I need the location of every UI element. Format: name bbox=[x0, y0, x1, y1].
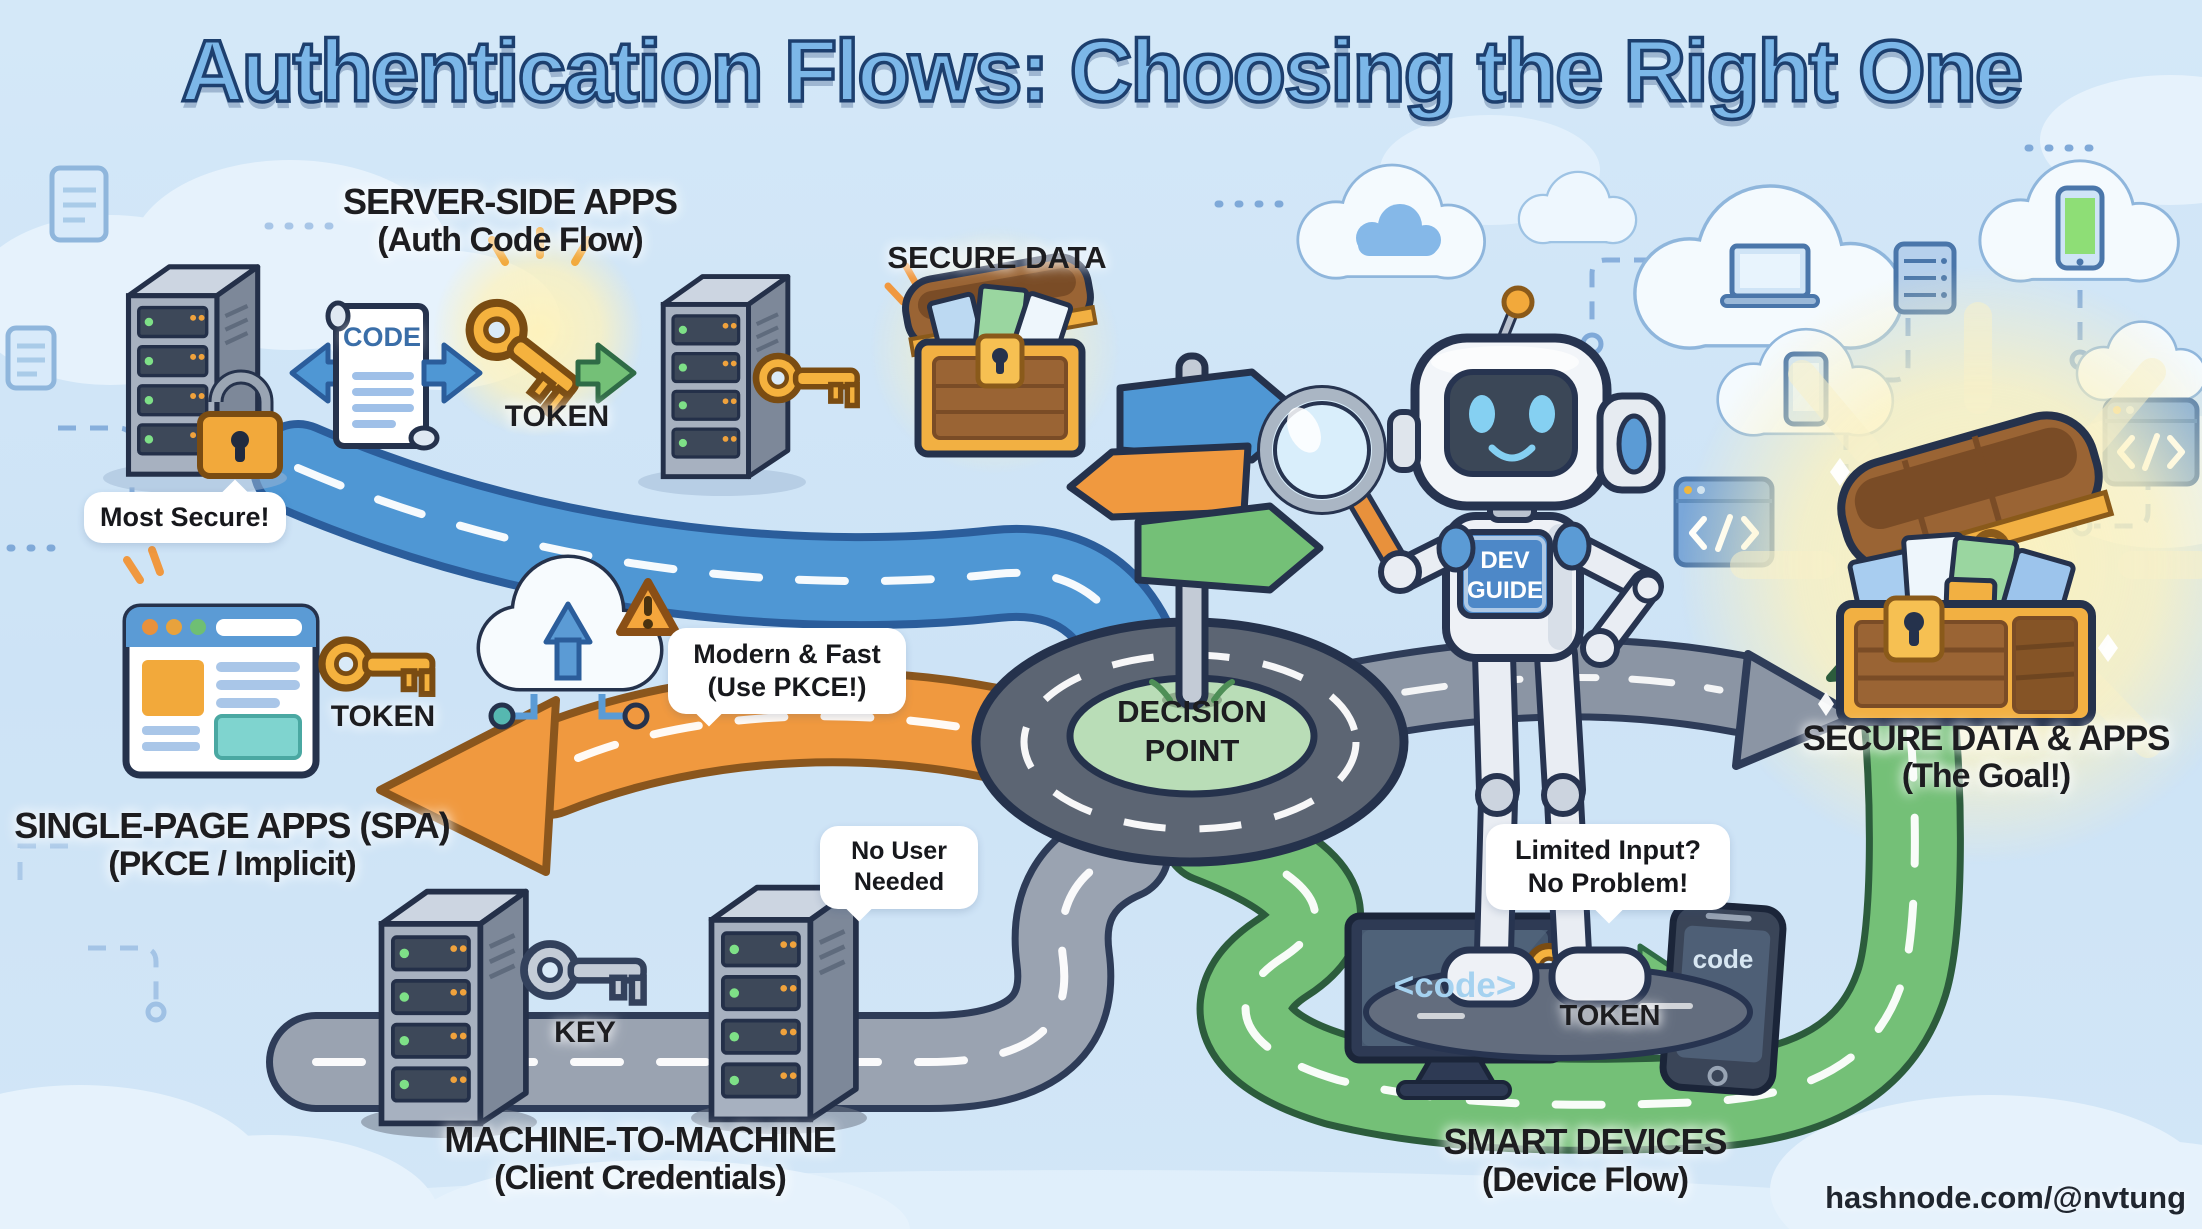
decision-line: POINT bbox=[1144, 733, 1240, 768]
server-side-title: SERVER-SIDE APPS bbox=[342, 181, 678, 222]
sign-orange bbox=[1066, 442, 1252, 521]
page-icon bbox=[49, 165, 109, 243]
padlock-icon bbox=[197, 369, 283, 479]
decision-point-label: DECISION POINT bbox=[1080, 692, 1304, 770]
modern-fast-bubble: Modern & Fast (Use PKCE!) bbox=[668, 628, 906, 714]
bubble-line: Needed bbox=[853, 868, 945, 897]
bubble-line: No User bbox=[851, 837, 947, 865]
road-blue bbox=[250, 420, 1188, 718]
page-icon bbox=[5, 325, 57, 391]
server-icon bbox=[382, 892, 526, 1124]
browser-window-icon bbox=[122, 546, 320, 779]
spa-subtitle: (PKCE / Implicit) bbox=[108, 845, 356, 883]
token-label: TOKEN bbox=[330, 700, 436, 733]
page-title: Authentication Flows: Choosing the Right… bbox=[179, 21, 2025, 122]
m2m-title: MACHINE-TO-MACHINE bbox=[444, 1119, 836, 1160]
arrow-right-green-icon bbox=[575, 342, 637, 404]
decision-roundabout bbox=[971, 617, 1409, 867]
no-user-bubble: No User Needed bbox=[820, 826, 978, 909]
code-scroll-icon bbox=[325, 300, 440, 451]
m2m-subtitle: (Client Credentials) bbox=[494, 1159, 787, 1197]
bubble-line: Modern & Fast bbox=[693, 639, 881, 669]
watermark: hashnode.com/@nvtung bbox=[1825, 1180, 2186, 1215]
goal-subtitle: (The Goal!) bbox=[1901, 757, 2071, 795]
server-icon bbox=[712, 888, 856, 1120]
bubble-line: (Use PKCE!) bbox=[707, 671, 867, 702]
server-side-subtitle: (Auth Code Flow) bbox=[377, 221, 643, 259]
robot-guide bbox=[1257, 285, 1753, 1061]
robot-badge-line: DEV bbox=[1480, 547, 1530, 574]
key-icon bbox=[756, 356, 857, 406]
secure-data-chest-icon bbox=[884, 253, 1098, 458]
sign-green bbox=[1134, 502, 1324, 594]
road-gray-to-goal bbox=[1288, 636, 1860, 770]
goal-chest-icon bbox=[1818, 411, 2118, 726]
token-label: TOKEN bbox=[1559, 1000, 1661, 1032]
phone-code-text: code bbox=[1692, 944, 1754, 974]
bubble-line: Limited Input? bbox=[1515, 835, 1701, 865]
code-scroll-label: CODE bbox=[342, 322, 421, 352]
decision-line: DECISION bbox=[1117, 694, 1267, 729]
circuit-dots bbox=[6, 144, 2102, 552]
smart-devices-subtitle: (Device Flow) bbox=[1481, 1161, 1689, 1199]
arrow-right-icon bbox=[421, 342, 483, 404]
robot-badge: DEV GUIDE bbox=[1458, 546, 1552, 606]
cloud-laptop-icon bbox=[1637, 188, 1902, 347]
token-key-icon bbox=[322, 640, 432, 694]
warning-icon bbox=[616, 578, 680, 636]
bubble-line: No Problem! bbox=[1527, 867, 1689, 898]
signpost bbox=[1066, 352, 1324, 710]
cloud-in-cloud-icon bbox=[1299, 166, 1483, 276]
cloud-phone-icon bbox=[1981, 162, 2176, 279]
spa-title: SINGLE-PAGE APPS (SPA) bbox=[14, 805, 450, 846]
smart-devices-title: SMART DEVICES bbox=[1443, 1121, 1727, 1162]
key-icon-gray bbox=[524, 944, 644, 1003]
limited-input-bubble: Limited Input? No Problem! bbox=[1486, 824, 1730, 910]
secure-data-label: SECURE DATA bbox=[887, 240, 1107, 275]
key-label: KEY bbox=[554, 1016, 616, 1049]
goal-title: SECURE DATA & APPS bbox=[1802, 719, 2170, 758]
token-key-icon bbox=[455, 227, 590, 416]
road-machine bbox=[266, 802, 1172, 1112]
cloud-upload-icon bbox=[476, 554, 664, 730]
most-secure-bubble: Most Secure! bbox=[84, 492, 286, 543]
token-label: TOKEN bbox=[504, 400, 610, 433]
monitor-code-text: <code> bbox=[1393, 966, 1517, 1005]
magnifier-icon bbox=[1257, 385, 1422, 594]
robot-badge-line: GUIDE bbox=[1466, 577, 1543, 604]
